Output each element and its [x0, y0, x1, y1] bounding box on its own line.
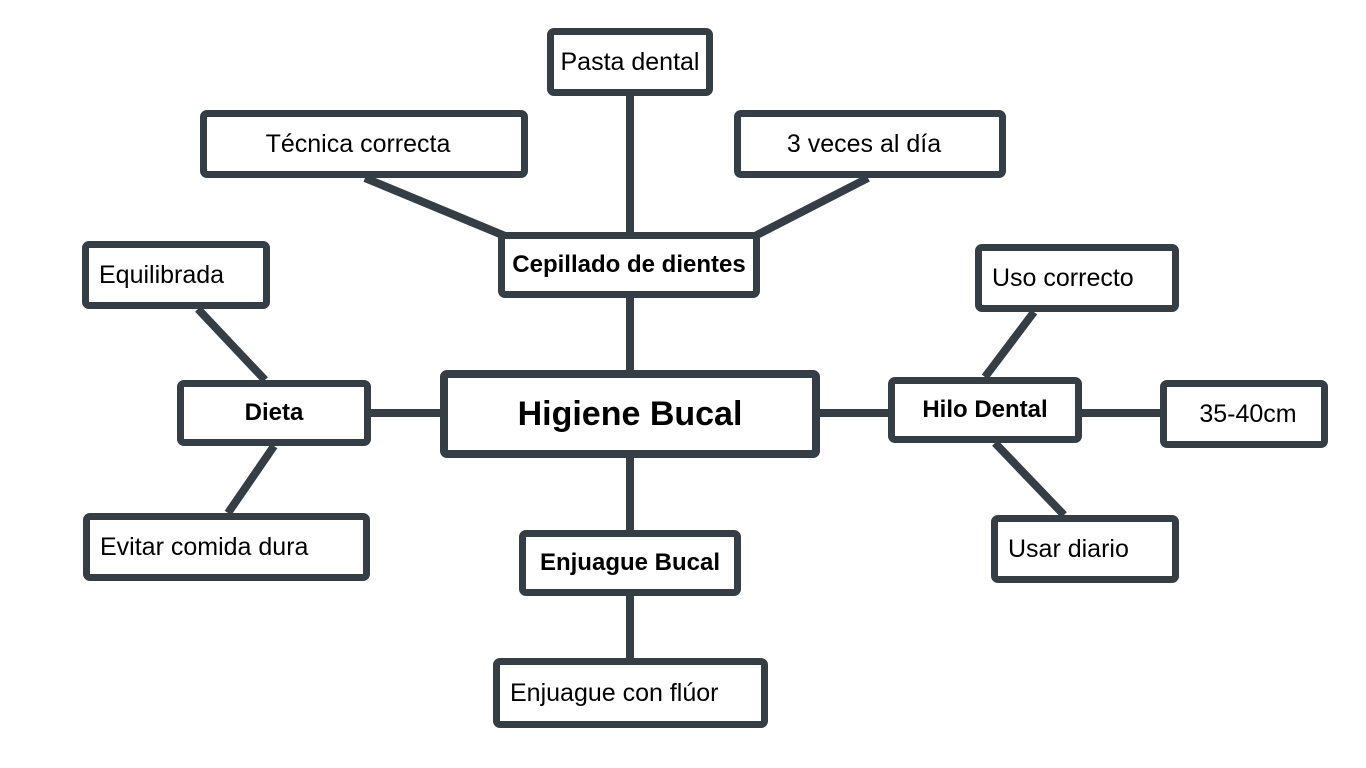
connector-cepillado-tecnica [363, 174, 507, 240]
leaf-label: 35-40cm [1199, 399, 1297, 428]
leaf-label: Usar diario [1008, 534, 1129, 563]
branch-label-hilo: Hilo Dental [922, 396, 1048, 423]
connector-hilo-usar [992, 440, 1067, 518]
leaf-label: Evitar comida dura [100, 532, 309, 561]
root-node-higiene-bucal: Higiene Bucal [440, 370, 820, 458]
leaf-label: Equilibrada [99, 260, 225, 289]
branch-node-hilo: Hilo Dental [888, 377, 1082, 443]
leaf-label: 3 veces al día [786, 129, 942, 158]
leaf-node-equilibrada: Equilibrada [82, 241, 270, 309]
branch-node-dieta: Dieta [177, 380, 371, 446]
branch-label-enjuague: Enjuague Bucal [539, 549, 721, 576]
connector-cepillado-veces [753, 174, 870, 240]
leaf-node-usar-diario: Usar diario [991, 515, 1179, 583]
leaf-label: Técnica correcta [265, 129, 451, 158]
leaf-node-3-veces: 3 veces al día [734, 110, 1006, 178]
leaf-label: Uso correcto [992, 263, 1134, 292]
leaf-node-35-40cm: 35-40cm [1160, 380, 1328, 448]
leaf-node-uso-correcto: Uso correcto [975, 244, 1179, 312]
connector-dieta-evitar [224, 443, 278, 516]
leaf-label: Enjuague con flúor [510, 678, 719, 707]
leaf-node-evitar-comida-dura: Evitar comida dura [83, 513, 370, 581]
branch-node-cepillado: Cepillado de dientes [498, 232, 760, 298]
leaf-node-enjuague-con-fluor: Enjuague con flúor [493, 658, 768, 728]
branch-label-cepillado: Cepillado de dientes [512, 251, 746, 278]
connector-dieta-equilibrada [195, 306, 268, 383]
leaf-label: Pasta dental [560, 47, 700, 76]
branch-node-enjuague: Enjuague Bucal [519, 530, 741, 596]
branch-label-dieta: Dieta [244, 399, 304, 426]
root-label: Higiene Bucal [517, 395, 743, 433]
connector-hilo-uso [981, 309, 1038, 380]
leaf-node-tecnica-correcta: Técnica correcta [200, 110, 528, 178]
leaf-node-pasta-dental: Pasta dental [547, 28, 713, 96]
